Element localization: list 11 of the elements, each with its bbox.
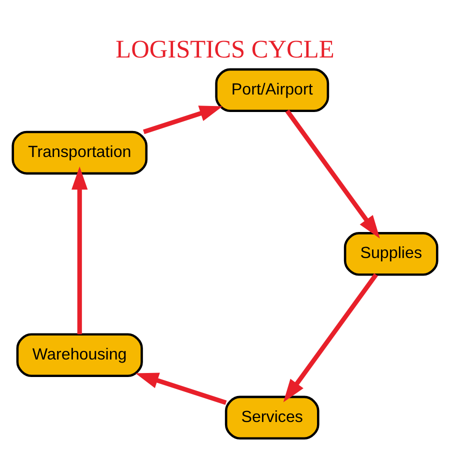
node-box: Transportation [12,130,148,174]
node-box: Port/Airport [215,68,330,112]
arrow [143,105,223,134]
node-box: Supplies [344,232,438,276]
diagram-title: LOGISTICS CYCLE [116,34,334,63]
arrow [285,109,380,238]
node-box: Services [224,395,320,440]
arrow [283,272,378,402]
node-box: Warehousing [16,332,143,376]
arrow [135,372,227,404]
arrow [72,166,88,334]
